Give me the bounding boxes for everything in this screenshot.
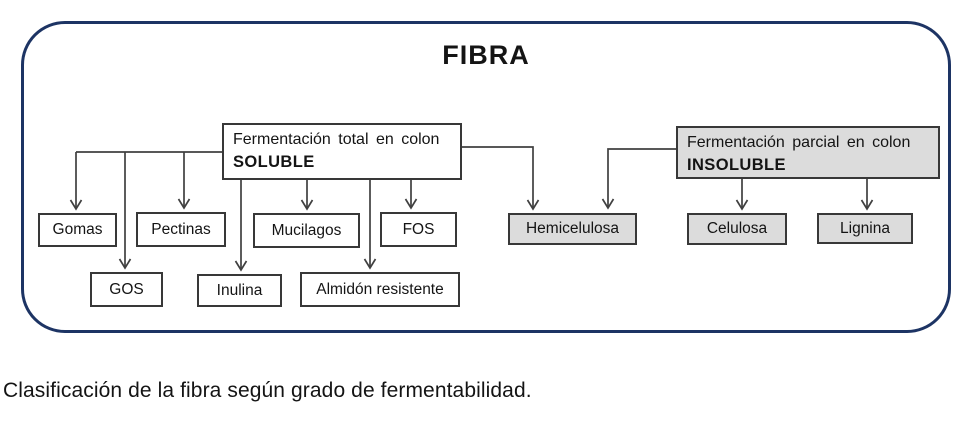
node-inulina: Inulina bbox=[197, 274, 282, 307]
group-soluble: Fermentación total en colon SOLUBLE bbox=[222, 123, 462, 180]
node-fos: FOS bbox=[380, 212, 457, 247]
node-mucilagos: Mucilagos bbox=[253, 213, 360, 248]
group-insoluble: Fermentación parcial en colon INSOLUBLE bbox=[676, 126, 940, 179]
node-gomas: Gomas bbox=[38, 213, 117, 247]
node-gos: GOS bbox=[90, 272, 163, 307]
node-lignina: Lignina bbox=[817, 213, 913, 244]
figure-caption: Clasificación de la fibra según grado de… bbox=[3, 379, 532, 402]
node-pectinas: Pectinas bbox=[136, 212, 226, 247]
edge-soluble-hemicelulosa bbox=[462, 146, 540, 211]
group-insoluble-description: Fermentación parcial en colon bbox=[687, 134, 911, 151]
diagram-title: FIBRA bbox=[442, 40, 530, 70]
node-hemicelulosa: Hemicelulosa bbox=[508, 213, 637, 245]
node-celulosa: Celulosa bbox=[687, 213, 787, 245]
node-almidon-resistente: Almidón resistente bbox=[300, 272, 460, 307]
group-insoluble-name: INSOLUBLE bbox=[687, 155, 786, 174]
group-soluble-description: Fermentación total en colon bbox=[233, 131, 440, 148]
group-soluble-name: SOLUBLE bbox=[233, 152, 315, 171]
edge-insoluble-hemicelulosa bbox=[601, 148, 676, 210]
